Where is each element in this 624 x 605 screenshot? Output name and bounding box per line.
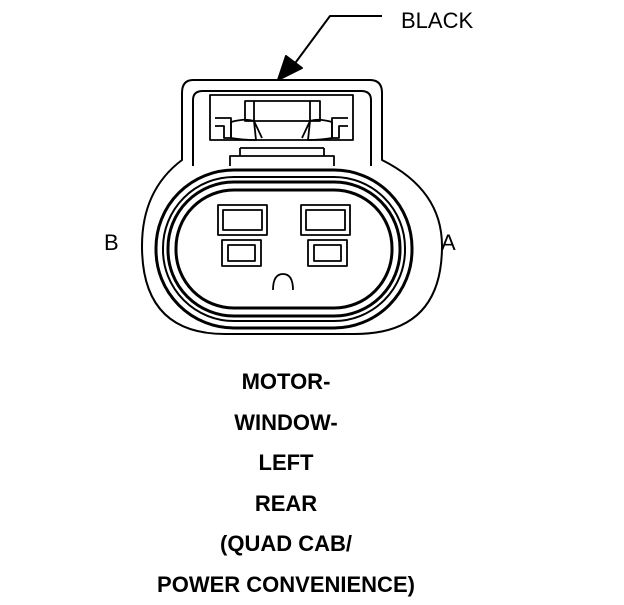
- caption-line: WINDOW-: [0, 403, 572, 444]
- seal-rings: [156, 170, 412, 328]
- pin-cavities: [218, 205, 350, 290]
- pin-cavity-b-lower: [222, 240, 261, 266]
- pin-cavity-a-upper: [301, 205, 350, 235]
- pin-label-a: A: [441, 230, 456, 256]
- connector-caption: MOTOR- WINDOW- LEFT REAR (QUAD CAB/ POWE…: [0, 362, 572, 605]
- connector-diagram: [0, 0, 624, 340]
- caption-line: REAR: [0, 484, 572, 525]
- latch-tab: [210, 95, 353, 166]
- polarizing-key: [273, 274, 293, 290]
- wire-color-label: BLACK: [401, 8, 473, 34]
- caption-line: (QUAD CAB/: [0, 524, 572, 565]
- caption-line: MOTOR-: [0, 362, 572, 403]
- pin-cavity-a-lower: [308, 240, 347, 266]
- pin-label-b: B: [104, 230, 119, 256]
- pin-cavity-b-upper: [218, 205, 267, 235]
- caption-line: LEFT: [0, 443, 572, 484]
- leader-arrow: [278, 16, 382, 80]
- caption-line: POWER CONVENIENCE): [0, 565, 572, 605]
